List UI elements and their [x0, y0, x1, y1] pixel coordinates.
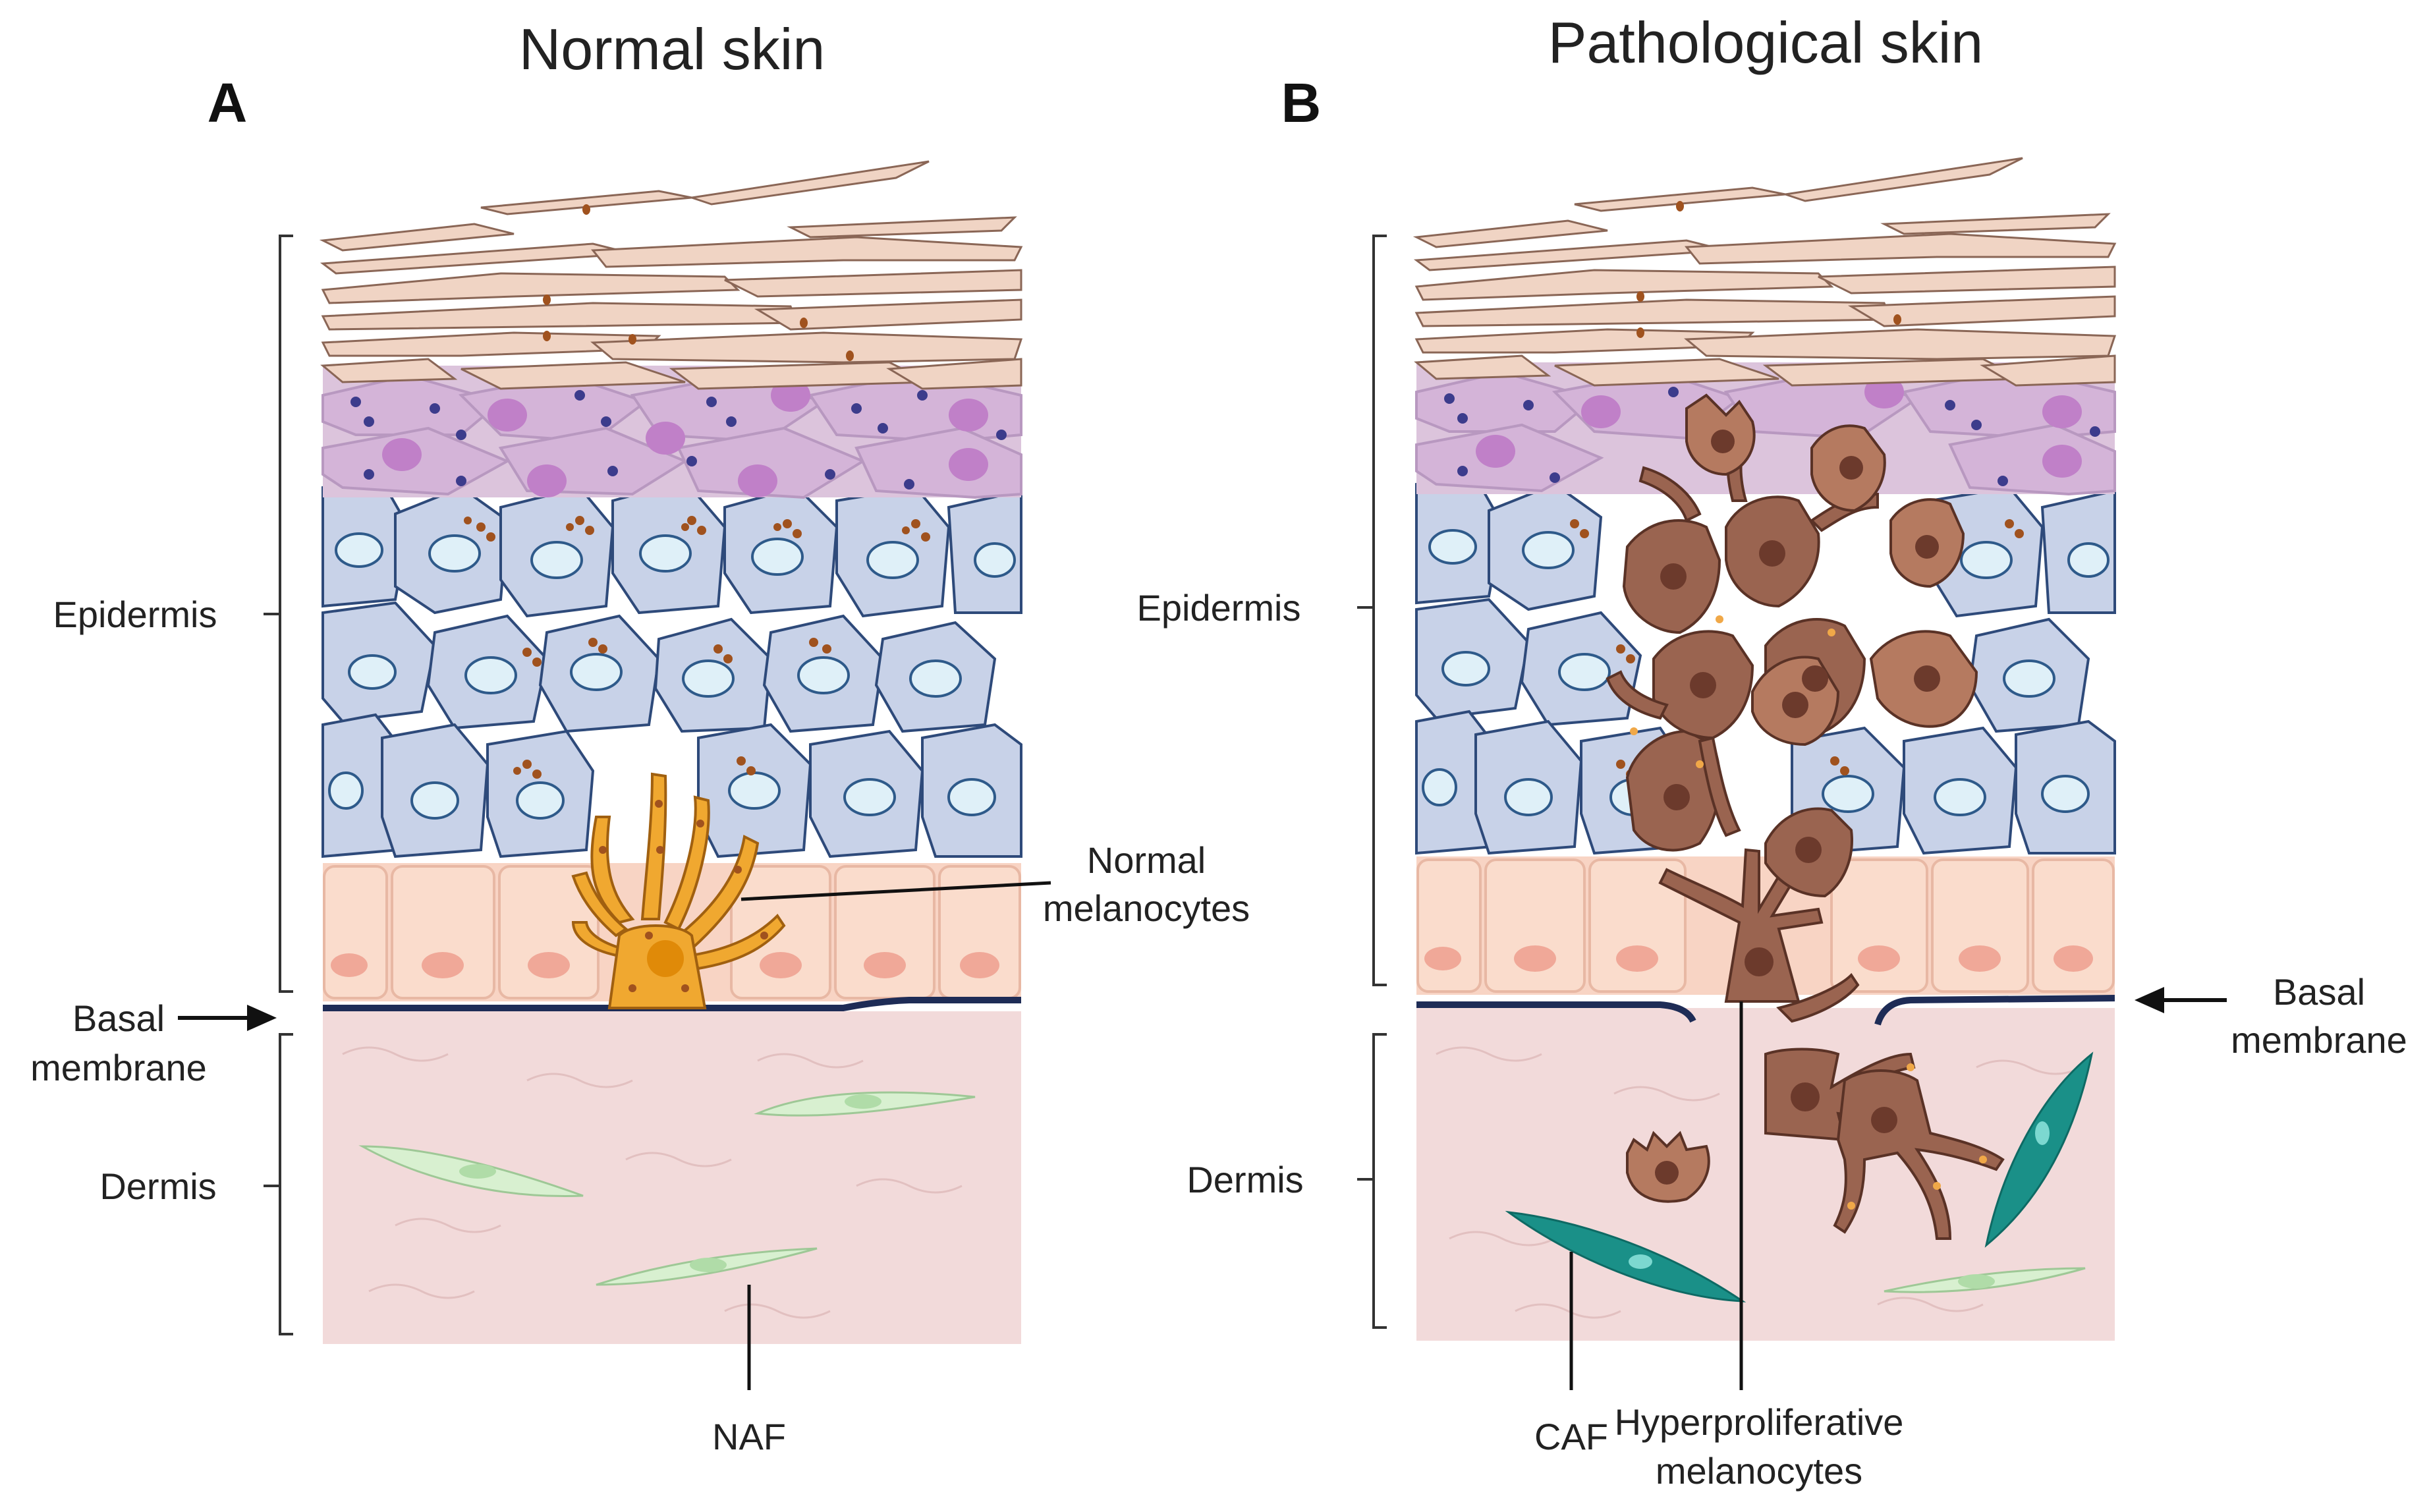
- dermis-bracket-b: [1372, 1033, 1387, 1329]
- caf-fibroblasts: [1505, 1051, 2094, 1302]
- normal-melanocyte: [571, 772, 786, 1009]
- epidermis-label-a: Epidermis: [53, 594, 217, 635]
- melanocyte-label-a-line2: melanocytes: [1043, 887, 1250, 929]
- dermis-fiber-texture: [342, 1046, 963, 1319]
- naf-fibroblasts: [358, 1091, 976, 1286]
- panel-b-title: Pathological skin: [1548, 10, 1983, 75]
- stratum-corneum: [319, 160, 1023, 390]
- basal-arrow-b: [2135, 987, 2227, 1013]
- skin-section-a: [319, 160, 1023, 1344]
- dermis-fiber-texture: [1436, 1046, 2082, 1319]
- epidermis-bracket-b: [1372, 235, 1387, 986]
- epidermis-bracket-a: [279, 235, 293, 993]
- hyper-melanocyte-label-line1: Hyperproliferative: [1615, 1401, 1904, 1443]
- naf-fibroblast-b: [1884, 1267, 2086, 1293]
- melanocyte-label-a-line1: Normal: [1087, 839, 1206, 881]
- melanocyte-leader-a: [740, 881, 1051, 901]
- pigment-granules-corneum: [1636, 201, 1901, 338]
- panel-b: Pathological skin B: [1137, 10, 2407, 1492]
- basal-label-a-line2: membrane: [30, 1047, 207, 1088]
- caf-label: CAF: [1534, 1416, 1608, 1457]
- panel-a-title: Normal skin: [519, 16, 825, 82]
- dermis-label-a: Dermis: [99, 1165, 216, 1207]
- dermis-bracket-a: [279, 1033, 293, 1335]
- naf-label: NAF: [712, 1416, 786, 1457]
- basal-membrane-b-left: [1416, 1001, 1696, 1023]
- spinous-cell-layer: [321, 474, 1022, 863]
- panel-a-letter: A: [208, 72, 248, 134]
- basal-label-b-line2: membrane: [2231, 1019, 2407, 1061]
- basal-label-a-line1: Basal: [72, 997, 165, 1039]
- skin-section-b: [1412, 157, 2117, 1341]
- hyperproliferative-melanocytes: [1606, 393, 2005, 1240]
- basal-membrane-b-right: [1874, 995, 2115, 1026]
- panel-b-letter: B: [1281, 72, 1322, 134]
- stratum-corneum: [1412, 157, 2117, 387]
- panel-a: Normal skin A: [30, 16, 1250, 1457]
- dermis-label-b: Dermis: [1187, 1159, 1303, 1200]
- epidermis-label-b: Epidermis: [1137, 587, 1301, 629]
- hyper-melanocyte-label-line2: melanocytes: [1656, 1450, 1862, 1492]
- basal-arrow-a: [178, 1005, 277, 1031]
- basal-membrane-a: [323, 997, 1021, 1011]
- pigment-granules-corneum: [543, 204, 854, 361]
- granular-layer: [321, 366, 1022, 499]
- basal-label-b-line1: Basal: [2273, 971, 2365, 1013]
